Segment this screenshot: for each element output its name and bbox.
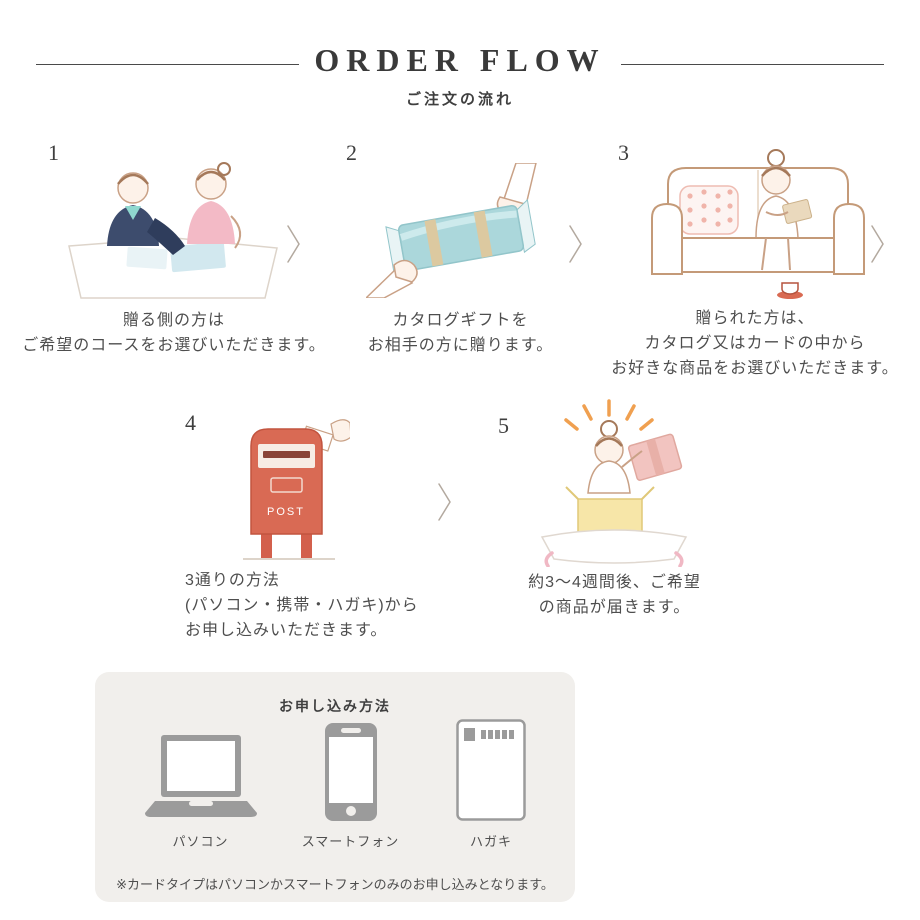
- page-subtitle: ご注文の流れ: [405, 91, 514, 108]
- sofa-reading-icon: [651, 149, 865, 299]
- method-pc: パソコン: [133, 718, 268, 850]
- caption-line: の商品が届きます。: [538, 599, 691, 616]
- chevron-right-icon: [286, 224, 302, 269]
- handing-catalog-gift-illustration: [364, 162, 556, 303]
- caption-line: お申し込みいただきます。: [185, 622, 388, 639]
- caption-line: 贈られた方は、: [695, 310, 815, 327]
- smartphone-icon: [324, 723, 377, 821]
- caption-line: カタログギフトを: [392, 312, 529, 329]
- step-3-number: 3: [618, 140, 629, 165]
- step-3: 3: [590, 138, 920, 388]
- postbox-illustration: POST: [235, 416, 352, 573]
- title-rule-left: [36, 64, 299, 65]
- method-smartphone-label: スマートフォン: [301, 834, 400, 849]
- step-2: 2 カタログギフトを お相手の方に贈ります。: [338, 138, 583, 368]
- postcard-icon: [456, 719, 526, 821]
- methods-title: お申し込み方法: [279, 698, 391, 714]
- method-pc-label: パソコン: [172, 834, 229, 849]
- recipient-on-sofa-illustration: [638, 142, 878, 309]
- chevron-right-icon: [437, 482, 453, 527]
- caption-line: お好きな商品をお選びいただきます。: [611, 360, 899, 377]
- step-4-caption: 3通りの方法 (パソコン・携帯・ハガキ)から お申し込みいただきます。: [185, 568, 443, 643]
- methods-note: ※カードタイプはパソコンかスマートフォンのみのお申し込みとなります。: [116, 877, 554, 892]
- step-1-caption: 贈る側の方は ご希望のコースをお選びいただきます。: [8, 308, 340, 358]
- caption-line: ご希望のコースをお選びいただきます。: [22, 337, 326, 354]
- method-postcard: ハガキ: [430, 718, 552, 850]
- chevron-right-icon: [870, 224, 886, 269]
- couple-at-table-icon: [68, 162, 278, 299]
- step-5-caption: 約3〜4週間後、ご希望 の商品が届きます。: [492, 570, 737, 620]
- step-1: 1 贈る側の方は ご希望のコースをお選びいただきます。: [8, 138, 340, 368]
- caption-line: 贈る側の方は: [122, 312, 225, 329]
- step-1-number: 1: [48, 140, 59, 165]
- step-4-number: 4: [185, 410, 196, 435]
- step-2-number: 2: [346, 140, 357, 165]
- step-5-number: 5: [498, 413, 509, 438]
- postbox-label: POST: [267, 506, 305, 518]
- postbox-icon: POST: [243, 419, 352, 560]
- caption-line: 約3〜4週間後、ご希望: [528, 574, 701, 591]
- caption-line: (パソコン・携帯・ハガキ)から: [185, 597, 419, 614]
- method-postcard-label: ハガキ: [469, 834, 512, 849]
- step-3-caption: 贈られた方は、 カタログ又はカードの中から お好きな商品をお選びいただきます。: [590, 306, 920, 381]
- caption-line: お相手の方に贈ります。: [367, 337, 554, 354]
- step-5: 5: [492, 399, 737, 645]
- giver-choosing-course-illustration: [63, 148, 283, 305]
- method-smartphone: スマートフォン: [293, 718, 408, 850]
- caption-line: 3通りの方法: [185, 572, 280, 589]
- laptop-icon: [144, 735, 257, 817]
- unboxing-icon: [540, 399, 688, 568]
- page-title: ORDER FLOW: [314, 42, 606, 78]
- application-methods-panel: お申し込み方法 パソコン スマートフォン: [95, 672, 575, 902]
- receiving-gift-illustration: [514, 395, 714, 572]
- caption-line: カタログ又はカードの中から: [644, 335, 866, 352]
- chevron-right-icon: [568, 224, 584, 269]
- step-4: 4 POST 3通りの方法 (パソコン・携帯・ハガキ)から お申し込みいただきま…: [183, 408, 443, 648]
- title-rule-right: [621, 64, 884, 65]
- gift-handover-icon: [364, 162, 537, 299]
- step-2-caption: カタログギフトを お相手の方に贈ります。: [338, 308, 583, 358]
